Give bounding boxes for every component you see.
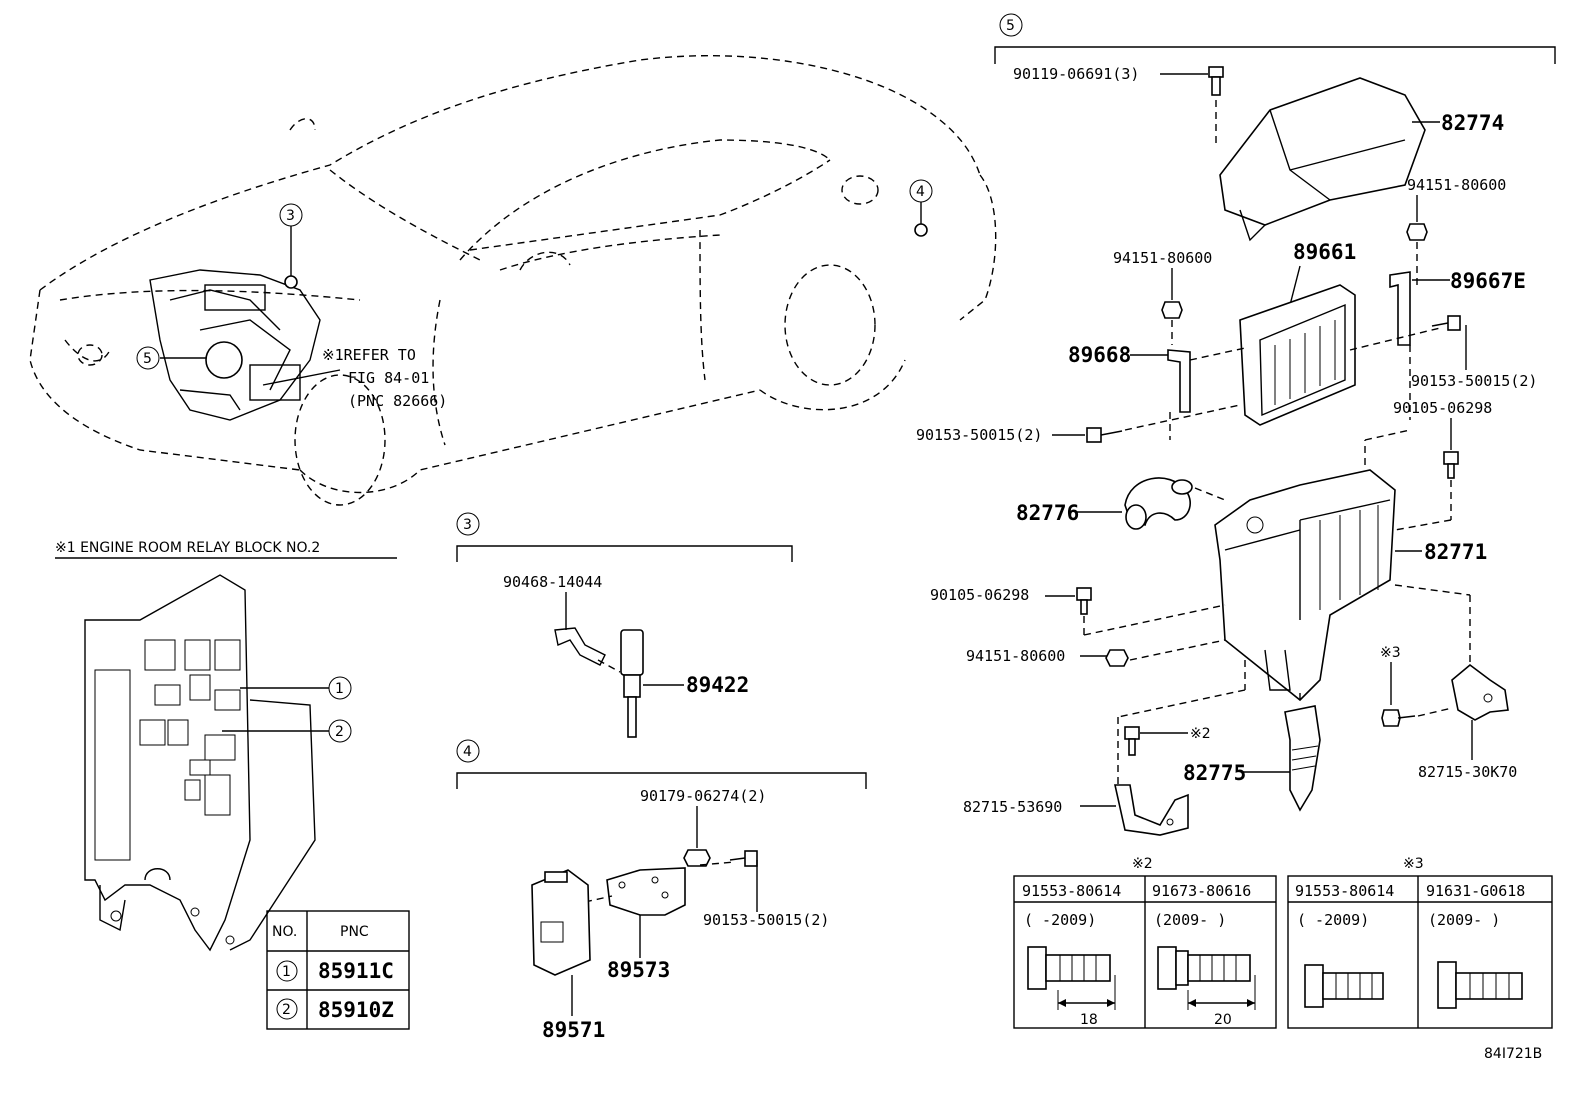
refer-line-2: FIG 84-01 [348, 369, 429, 387]
duct-82776-drawing [1124, 477, 1193, 530]
bolt-90153-b-drawing [1086, 427, 1123, 443]
part-90179-06274: 90179-06274(2) [640, 787, 766, 805]
callout-1: 1 [335, 681, 344, 697]
note-3-table [1287, 875, 1553, 1029]
relay-block-drawing [84, 574, 329, 952]
note-2-header-1: 91553-80614 [1022, 882, 1121, 900]
note-3-header-1: 91553-80614 [1295, 882, 1394, 900]
table-row-1-no: 1 [282, 964, 291, 980]
bracket-89573-drawing [606, 867, 686, 916]
note-2-date-1: ( -2009) [1024, 911, 1096, 929]
part-89661: 89661 [1293, 240, 1356, 264]
part-94151-80600-a: 94151-80600 [1407, 176, 1506, 194]
note-2-dim-2: 20 [1214, 1012, 1232, 1028]
relay-pnc-table [266, 910, 410, 1030]
part-89571: 89571 [542, 1018, 605, 1042]
clip-drawing [554, 627, 606, 666]
note-3-marker-main: ※3 [1380, 645, 1401, 661]
part-90153-50015-a: 90153-50015(2) [1411, 372, 1537, 390]
part-89667E: 89667E [1450, 269, 1526, 293]
bolt-90105-a-drawing [1443, 451, 1459, 479]
tray-82771-drawing [1214, 469, 1396, 702]
relay-block-title: ※1 ENGINE ROOM RELAY BLOCK NO.2 [55, 540, 320, 556]
part-94151-80600-b: 94151-80600 [1113, 249, 1212, 267]
part-82715-30K70: 82715-30K70 [1418, 763, 1517, 781]
part-90119-06691: 90119-06691(3) [1013, 65, 1139, 83]
part-89573: 89573 [607, 958, 670, 982]
note-2-date-2: (2009- ) [1154, 911, 1226, 929]
part-90105-06298-a: 90105-06298 [1393, 399, 1492, 417]
table-header-pnc: PNC [340, 924, 369, 940]
part-90153-50015-sec4: 90153-50015(2) [703, 911, 829, 929]
part-90105-06298-b: 90105-06298 [930, 586, 1029, 604]
table-header-no: NO. [272, 924, 297, 940]
table-row-2-pnc: 85910Z [318, 998, 394, 1022]
part-90153-50015-b: 90153-50015(2) [916, 426, 1042, 444]
section-5-marker: 5 [1006, 18, 1015, 34]
note-3-date-1: ( -2009) [1297, 911, 1369, 929]
figure-code: 84I721B [1484, 1046, 1542, 1062]
part-82774: 82774 [1441, 111, 1504, 135]
part-94151-80600-c: 94151-80600 [966, 647, 1065, 665]
bolt-top-drawing [1208, 66, 1224, 96]
section-3-marker: 3 [463, 517, 472, 533]
engine-sketch [149, 269, 321, 421]
hose-82775-drawing [1284, 705, 1321, 812]
callout-2: 2 [335, 724, 344, 740]
note-2-table [1013, 875, 1277, 1029]
part-89422: 89422 [686, 673, 749, 697]
ecu-89661-drawing [1239, 284, 1356, 426]
refer-line-1: ※1REFER TO [322, 346, 416, 364]
bolt-note3-drawing [1381, 709, 1416, 727]
part-82775: 82775 [1183, 761, 1246, 785]
bracket-82715-53690-drawing [1114, 784, 1189, 836]
note-2-title: ※2 [1132, 856, 1153, 872]
part-82776: 82776 [1016, 501, 1079, 525]
bolt-90105-b-drawing [1076, 587, 1092, 615]
note-2-header-2: 91673-80616 [1152, 882, 1251, 900]
note-3-header-2: 91631-G0618 [1426, 882, 1525, 900]
table-row-1-pnc: 85911C [318, 959, 394, 983]
part-89668: 89668 [1068, 343, 1131, 367]
cover-82774-drawing [1219, 77, 1426, 242]
part-82771: 82771 [1424, 540, 1487, 564]
bolt-note2-drawing [1124, 726, 1140, 756]
part-82715-53690: 82715-53690 [963, 798, 1062, 816]
callout-5: 5 [143, 351, 152, 367]
note-2-marker-main: ※2 [1190, 726, 1211, 742]
bolt-drawing [729, 850, 758, 867]
note-3-date-2: (2009- ) [1428, 911, 1500, 929]
table-row-2-no: 2 [282, 1002, 291, 1018]
bolt-90153-a-drawing [1431, 315, 1461, 331]
note-2-dim-1: 18 [1080, 1012, 1098, 1028]
section-4-marker: 4 [463, 744, 472, 760]
note-3-title: ※3 [1403, 856, 1424, 872]
module-89571-drawing [531, 869, 591, 976]
refer-line-3: (PNC 82666) [348, 392, 447, 410]
bracket-82715-30K70-drawing [1451, 663, 1509, 721]
vehicle-outline [29, 55, 997, 506]
bracket-89667E-drawing [1389, 271, 1411, 346]
bracket-89668-drawing [1167, 349, 1191, 413]
part-90468-14044: 90468-14044 [503, 573, 602, 591]
callout-3: 3 [286, 208, 295, 224]
callout-4: 4 [916, 184, 925, 200]
sensor-89422-drawing [620, 629, 644, 738]
